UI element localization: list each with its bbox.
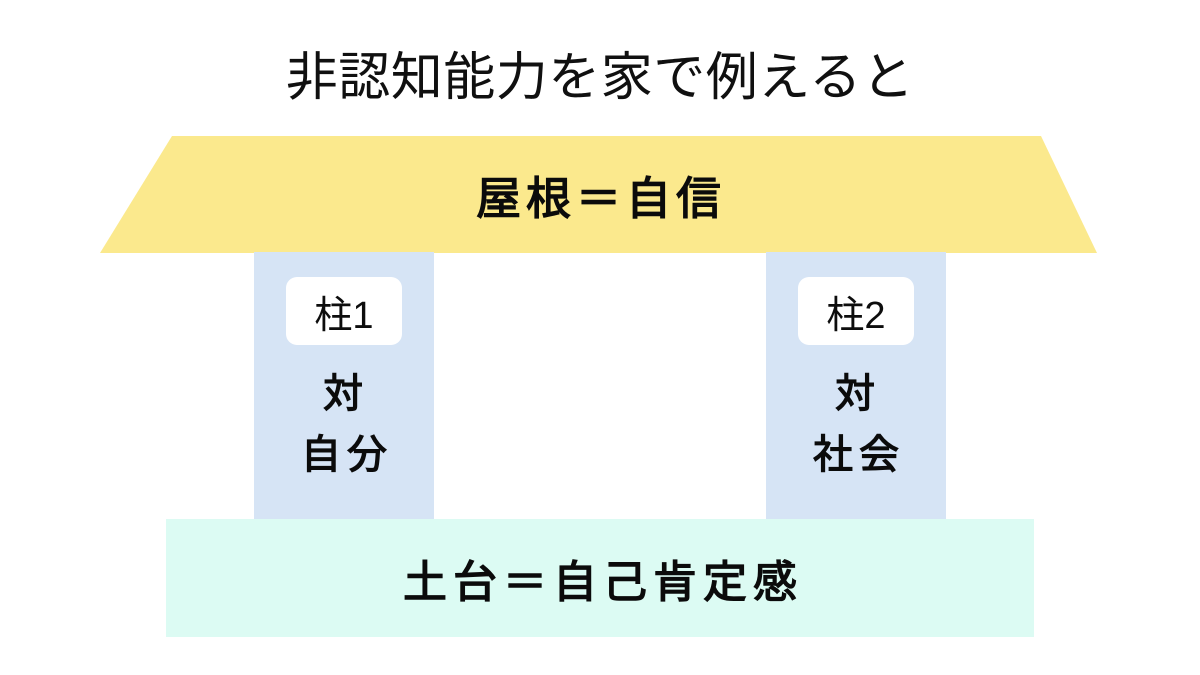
foundation-block: 土台＝自己肯定感: [166, 519, 1034, 637]
roof-shape: [100, 136, 1097, 253]
roof-label: 屋根＝自信: [475, 173, 726, 224]
pillar-1-text: 対 自分: [254, 364, 434, 486]
pillar-1-badge: 柱1: [286, 277, 402, 345]
pillar-1-line1: 対: [323, 372, 365, 416]
pillar-2-text: 対 社会: [766, 364, 946, 486]
pillar-2-line2: 社会: [813, 433, 905, 477]
page-title: 非認知能力を家で例えると: [285, 49, 915, 107]
roof-group: 屋根＝自信: [100, 136, 1097, 253]
pillar-2: 柱2 対 社会: [766, 252, 946, 520]
pillar-1: 柱1 対 自分: [254, 252, 434, 520]
pillar-2-badge: 柱2: [798, 277, 914, 345]
pillar-2-line1: 対: [835, 372, 877, 416]
foundation-label: 土台＝自己肯定感: [403, 558, 803, 607]
pillar-1-line2: 自分: [301, 433, 393, 477]
